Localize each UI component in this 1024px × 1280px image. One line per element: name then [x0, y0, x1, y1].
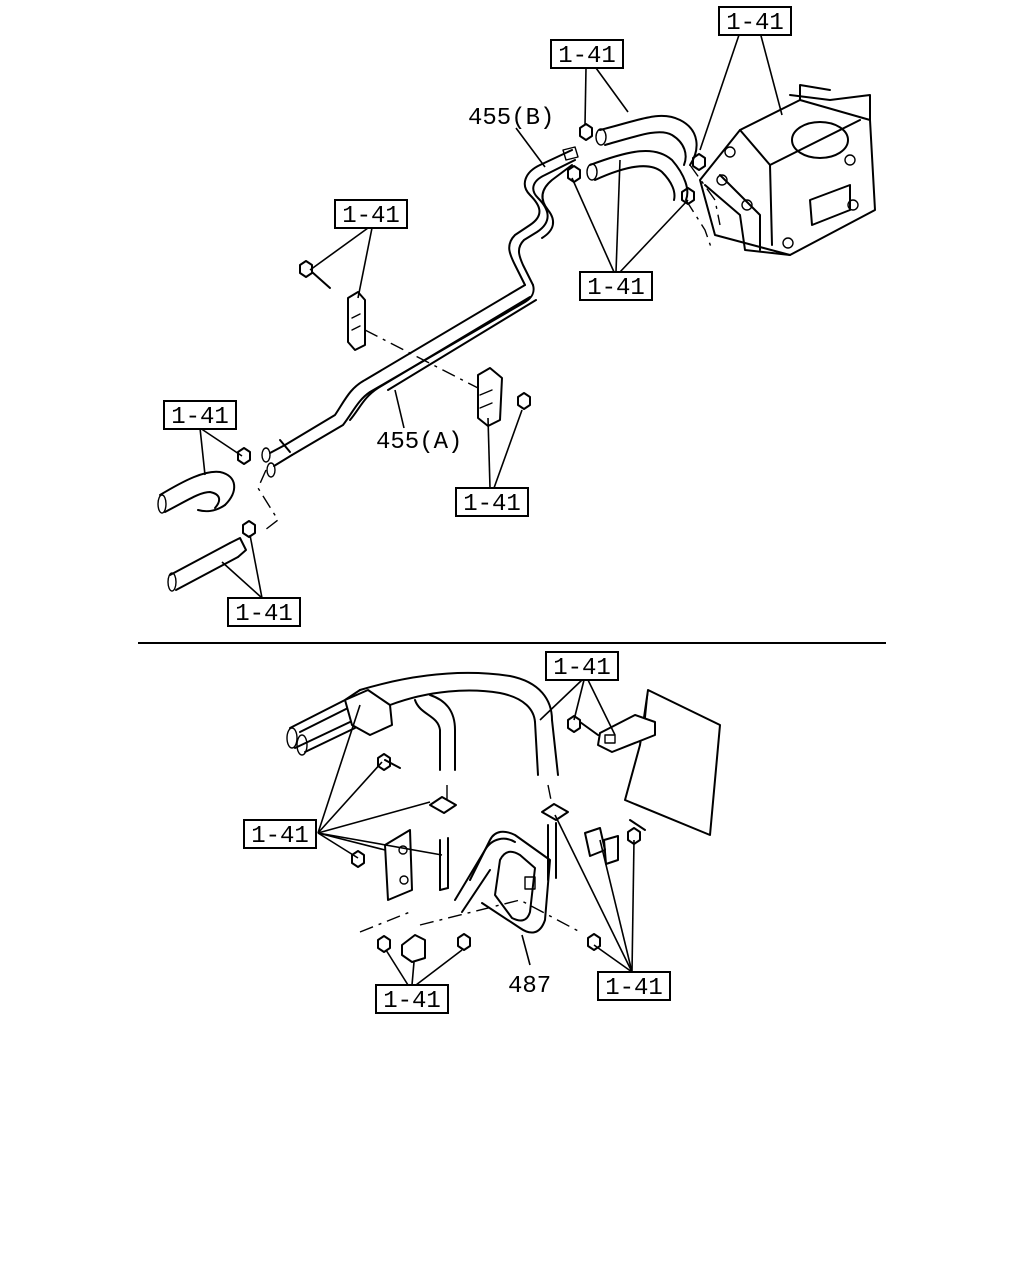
ref-box-bracket-left: 1-41: [243, 819, 317, 850]
pipe-clamp-drawing: [299, 260, 531, 427]
ref-label: 1-41: [605, 975, 663, 1002]
part-label-455a: 455(A): [376, 429, 462, 456]
ref-label: 1-41: [463, 491, 521, 518]
ref-box-bottom-left: 1-41: [375, 984, 449, 1015]
part-label-455b: 455(B): [468, 105, 554, 132]
lower-left-hoses-drawing: [157, 447, 279, 592]
upper-hoses-drawing: [567, 114, 721, 251]
ref-label: 1-41: [251, 823, 309, 850]
ref-box-upper-hose: 1-41: [550, 39, 624, 70]
ref-label: 1-41: [587, 275, 645, 302]
ref-box-lower-left: 1-41: [227, 597, 301, 628]
frame-bracket-drawing: [699, 84, 876, 256]
pipe-455b-drawing: [508, 146, 579, 286]
bracket-487-drawing: [351, 753, 646, 963]
upper-leaders: [199, 31, 783, 599]
ref-label: 1-41: [383, 988, 441, 1015]
part-label-487: 487: [508, 973, 551, 1000]
ref-box-bottom-right: 1-41: [597, 971, 671, 1002]
mounting-plate-drawing: [567, 689, 721, 836]
lower-hoses-drawing: [286, 671, 559, 806]
ref-label: 1-41: [553, 655, 611, 682]
ref-box-clamp-nut: 1-41: [455, 487, 529, 518]
lower-leaders: [317, 679, 635, 986]
ref-box-plate: 1-41: [545, 651, 619, 682]
ref-label: 1-41: [726, 10, 784, 37]
ref-box-top-right: 1-41: [718, 6, 792, 37]
ref-label: 1-41: [171, 404, 229, 431]
ref-box-clamp: 1-41: [334, 199, 408, 230]
pipe-455a-drawing: [261, 284, 537, 478]
ref-box-left-hose: 1-41: [163, 400, 237, 431]
ref-label: 1-41: [558, 43, 616, 70]
ref-box-hose-lower: 1-41: [579, 271, 653, 302]
ref-label: 1-41: [235, 601, 293, 628]
ref-label: 1-41: [342, 203, 400, 230]
